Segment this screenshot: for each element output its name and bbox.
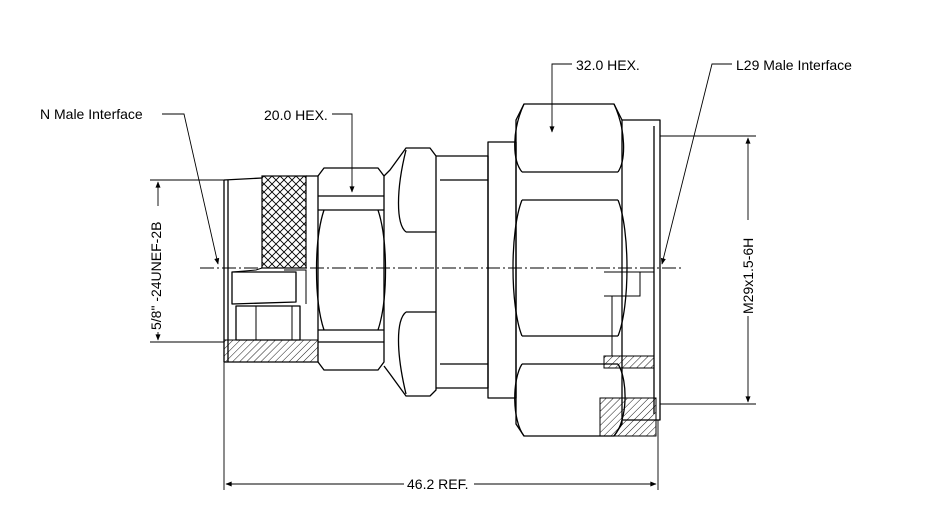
- l29-male-interface-label: L29 Male Interface: [736, 57, 852, 73]
- hex-32-label: 32.0 HEX.: [576, 57, 640, 73]
- leader-hex-20: 20.0 HEX.: [264, 107, 355, 193]
- hex-20-label: 20.0 HEX.: [264, 107, 328, 123]
- leader-hex-32: 32.0 HEX.: [549, 57, 640, 133]
- thread-l29-label: M29x1.5-6H: [740, 238, 756, 314]
- thread-dim-l29: M29x1.5-6H: [660, 135, 756, 405]
- middle-body: [383, 141, 517, 399]
- overall-length-dim: 46.2 REF.: [223, 362, 659, 492]
- thread-n-label: 5/8" -24UNEF-2B: [148, 222, 164, 330]
- l29-upper-section-hatch: [603, 355, 655, 369]
- knurled-coupling-nut: [261, 175, 307, 269]
- leader-l29-male: L29 Male Interface: [660, 57, 852, 265]
- n-male-interface-label: N Male Interface: [40, 106, 143, 122]
- l29-lower-section-hatch: [599, 397, 657, 437]
- overall-length-label: 46.2 REF.: [407, 476, 468, 492]
- leader-n-male: N Male Interface: [40, 106, 220, 265]
- l29-male-body: [599, 119, 661, 437]
- n-male-section-hatch: [223, 339, 319, 363]
- thread-dim-n: 5/8" -24UNEF-2B: [146, 179, 224, 343]
- hex-32-body: [512, 103, 628, 437]
- hex-20-nut: [315, 167, 387, 371]
- n-male-body: [223, 175, 319, 363]
